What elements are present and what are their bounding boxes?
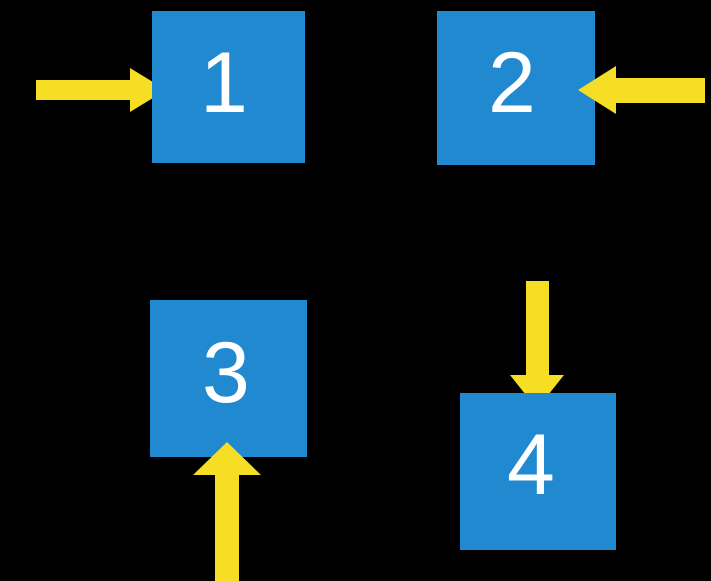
block-3[interactable] — [150, 300, 307, 457]
block-4-label: 4 — [507, 417, 555, 513]
arrow-left-shape — [578, 66, 705, 114]
block-1[interactable] — [152, 11, 305, 163]
arrow-down-icon — [510, 281, 564, 409]
arrow-left-icon — [578, 66, 705, 114]
arrow-up-shape — [193, 442, 261, 581]
arrow-down-shape — [510, 281, 564, 409]
block-3-label: 3 — [202, 325, 250, 421]
block-2[interactable] — [437, 11, 595, 165]
block-2-label: 2 — [488, 35, 536, 131]
block-4[interactable] — [460, 393, 616, 550]
block-1-label: 1 — [200, 35, 248, 131]
arrow-right-shape — [36, 68, 166, 112]
arrow-up-icon — [193, 442, 261, 581]
arrow-right-icon — [36, 68, 166, 112]
